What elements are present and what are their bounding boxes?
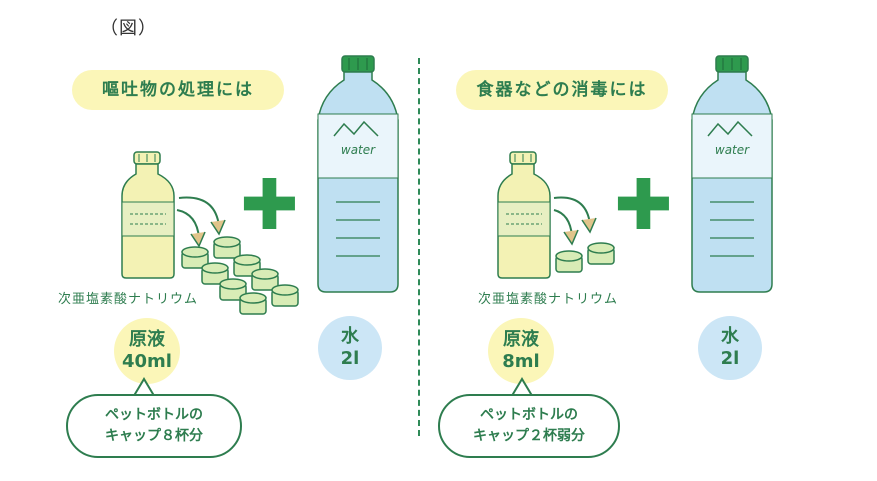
water-bottle-right: water bbox=[691, 55, 773, 293]
chemical-label-right: 次亜塩素酸ナトリウム bbox=[478, 292, 619, 307]
title-right: 食器などの消毒には bbox=[456, 70, 668, 110]
bleach-bottle-left bbox=[121, 151, 175, 279]
cap-icon bbox=[587, 242, 615, 265]
stock-circle-right: 原液 8ml bbox=[488, 318, 554, 384]
water-bottle-left: water bbox=[317, 55, 399, 293]
cap-icon bbox=[239, 292, 267, 315]
chemical-label-left: 次亜塩素酸ナトリウム bbox=[58, 292, 199, 307]
water-label-right: 水 bbox=[721, 325, 739, 347]
plus-icon-right: ✚ bbox=[614, 164, 673, 246]
water-bottle-label-right: water bbox=[715, 143, 750, 157]
cap-icon bbox=[219, 278, 247, 301]
pour-arrow-left bbox=[176, 196, 226, 248]
stock-label-left: 原液 bbox=[129, 328, 165, 350]
water-amount-left: 2l bbox=[340, 348, 360, 369]
pour-arrow-right bbox=[553, 196, 597, 246]
water-amount-right: 2l bbox=[720, 348, 740, 369]
bubble-line2-left: キャップ８杯分 bbox=[105, 428, 203, 444]
stock-label-right: 原液 bbox=[503, 328, 539, 350]
caps-right bbox=[555, 242, 615, 273]
water-circle-right: 水 2l bbox=[698, 316, 762, 380]
bubble-line1-left: ペットボトルの bbox=[105, 407, 203, 423]
bubble-line1-right: ペットボトルの bbox=[480, 407, 578, 423]
water-circle-left: 水 2l bbox=[318, 316, 382, 380]
center-divider bbox=[418, 58, 420, 436]
stock-circle-left: 原液 40ml bbox=[114, 318, 180, 384]
cap-icon bbox=[181, 246, 209, 269]
stock-amount-left: 40ml bbox=[122, 351, 172, 372]
bleach-bottle-right bbox=[497, 151, 551, 279]
cap-icon bbox=[201, 262, 229, 285]
cap-icon bbox=[555, 250, 583, 273]
stock-amount-right: 8ml bbox=[502, 351, 540, 372]
water-label-left: 水 bbox=[341, 325, 359, 347]
cap-icon bbox=[271, 284, 299, 307]
water-bottle-label-left: water bbox=[341, 143, 376, 157]
plus-icon-left: ✚ bbox=[240, 164, 299, 246]
speech-bubble-left: ペットボトルの キャップ８杯分 bbox=[66, 394, 242, 458]
title-left: 嘔吐物の処理には bbox=[72, 70, 284, 110]
cap-icon bbox=[251, 268, 279, 291]
bubble-line2-right: キャップ２杯弱分 bbox=[473, 428, 585, 444]
figure-label: （図） bbox=[100, 18, 157, 39]
caps-left bbox=[181, 236, 299, 315]
speech-bubble-right: ペットボトルの キャップ２杯弱分 bbox=[438, 394, 620, 458]
cap-icon bbox=[213, 236, 241, 259]
